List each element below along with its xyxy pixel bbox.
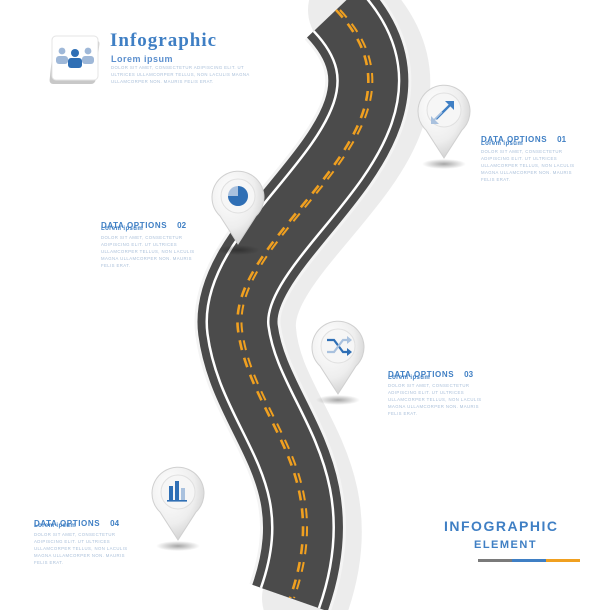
option-01-body: DOLOR SIT AMET, CONSECTETUR ADIPISCING E… bbox=[481, 149, 575, 182]
pin-01 bbox=[417, 84, 471, 169]
option-04-body: DOLOR SIT AMET, CONSECTETUR ADIPISCING E… bbox=[34, 532, 128, 565]
option-02-body: DOLOR SIT AMET, CONSECTETUR ADIPISCING E… bbox=[101, 235, 195, 268]
pie-chart-icon bbox=[228, 186, 248, 206]
arrows-diagonal-icon bbox=[431, 101, 454, 124]
option-01-title: DATA OPTIONS bbox=[481, 135, 548, 144]
option-03-number: 03 bbox=[464, 370, 474, 379]
option-04-title: DATA OPTIONS bbox=[34, 519, 101, 528]
footer-color-bar bbox=[478, 559, 580, 562]
team-icon bbox=[56, 47, 94, 68]
option-02-subtitle: Lorem ipsum bbox=[101, 226, 144, 232]
road-center-dashes-2 bbox=[240, 9, 374, 599]
option-02-heading: DATA OPTIONS 02 bbox=[101, 215, 186, 233]
option-03-title: DATA OPTIONS bbox=[388, 370, 455, 379]
page-title: Infographic bbox=[110, 30, 218, 51]
shuffle-icon bbox=[327, 336, 352, 356]
option-03-subtitle: Lorem ipsum bbox=[388, 375, 431, 381]
option-03-heading: DATA OPTIONS 03 bbox=[388, 364, 473, 382]
option-04-subtitle: Lorem ipsum bbox=[34, 523, 77, 529]
footer-title: INFOGRAPHIC bbox=[444, 518, 559, 534]
pin-04 bbox=[151, 466, 205, 551]
option-01-heading: DATA OPTIONS 01 bbox=[481, 129, 566, 147]
pin-03 bbox=[311, 320, 365, 405]
option-02-title: DATA OPTIONS bbox=[101, 221, 168, 230]
header-icon-tile bbox=[49, 35, 100, 84]
option-04-number: 04 bbox=[110, 519, 120, 528]
option-01-subtitle: Lorem ipsum bbox=[481, 141, 524, 147]
pin-02 bbox=[211, 170, 265, 255]
road-center-dashes bbox=[236, 9, 370, 599]
option-02-number: 02 bbox=[177, 221, 187, 230]
footer-subtitle: ELEMENT bbox=[474, 539, 538, 551]
option-04-heading: DATA OPTIONS 04 bbox=[34, 513, 119, 531]
page-body-text: DOLOR SIT AMET, CONSECTETUR ADIPISCING E… bbox=[111, 65, 250, 84]
page-subtitle: Lorem ipsum bbox=[111, 54, 174, 64]
option-03-body: DOLOR SIT AMET, CONSECTETUR ADIPISCING E… bbox=[388, 383, 482, 416]
bar-chart-icon bbox=[167, 481, 187, 502]
option-01-number: 01 bbox=[557, 135, 567, 144]
